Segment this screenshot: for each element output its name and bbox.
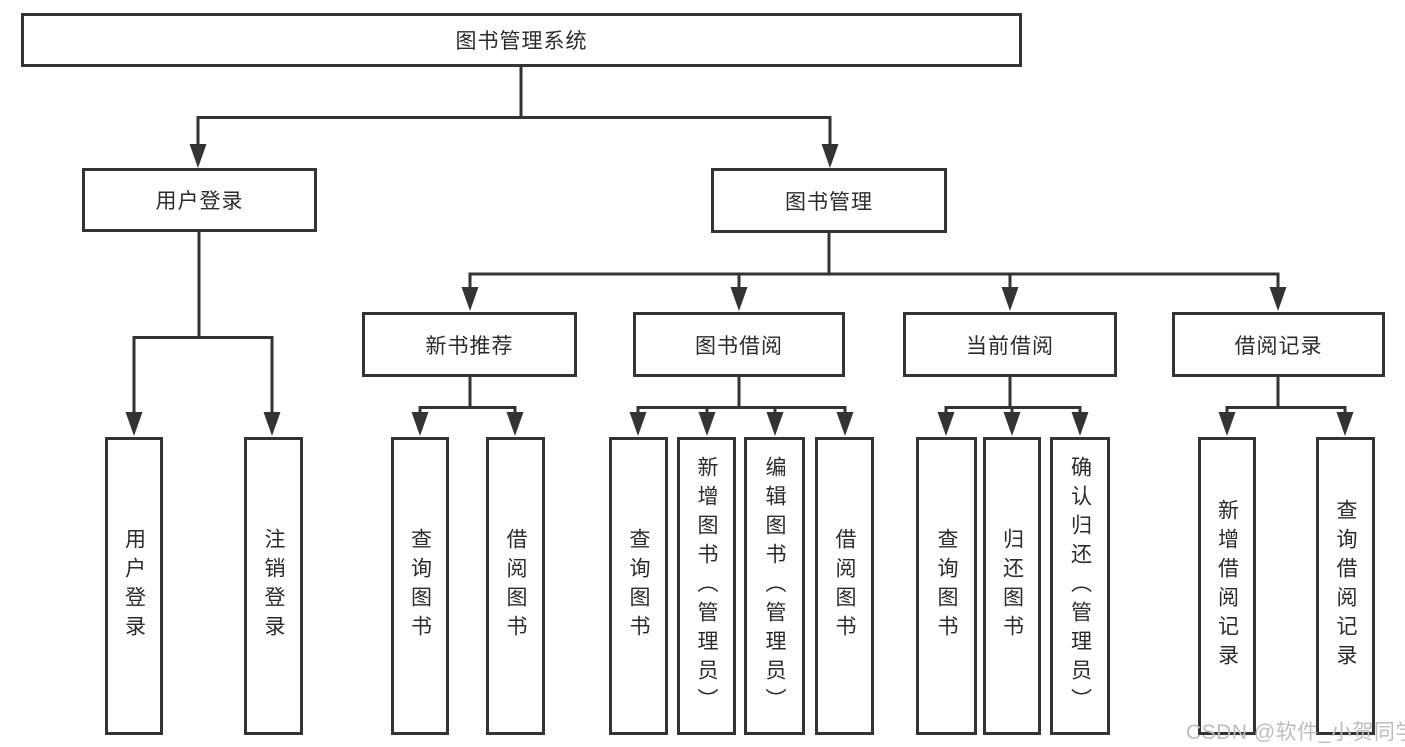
arrow-down-icon [629,412,647,436]
arrow-down-icon [821,144,839,168]
arrow-down-icon [836,412,854,436]
node-root-label: 图书管理系统 [455,30,588,53]
arrow-down-icon [1001,287,1019,311]
arrow-down-icon [698,412,716,436]
leaf-logout-label: 注销登录 [262,528,285,644]
leaf-borrow-add-book-admin-label: 新增图书（管理员） [695,455,718,717]
leaf-borrow-query-books: 查询图书 [609,437,668,735]
arrow-down-icon [766,412,784,436]
leaf-borrow-add-book-admin: 新增图书（管理员） [677,437,736,735]
leaf-borrow-borrow-books: 借阅图书 [815,437,874,735]
node-new-books-label: 新书推荐 [425,334,514,358]
leaf-current-return-books: 归还图书 [983,437,1041,735]
node-root: 图书管理系统 [21,13,1022,67]
node-book-borrow: 图书借阅 [633,312,845,377]
connector-borrow-records-children [1218,377,1354,436]
leaf-borrow-query-books-label: 查询图书 [627,528,650,644]
leaf-borrow-borrow-books-label: 借阅图书 [833,528,856,644]
arrow-down-icon [461,287,479,311]
arrow-down-icon [1336,412,1354,436]
leaf-newbooks-borrow-books: 借阅图书 [486,437,545,735]
connector-current-borrow-children [937,377,1089,436]
leaf-user-login-label: 用户登录 [122,528,146,644]
arrow-down-icon [937,412,955,436]
connector-new-books-children [411,377,524,436]
leaf-user-login: 用户登录 [105,437,163,735]
arrow-down-icon [125,412,143,436]
arrow-down-icon [730,287,748,311]
leaf-records-query-record-label: 查询借阅记录 [1334,499,1357,673]
leaf-current-query-books-label: 查询图书 [935,528,958,644]
leaf-borrow-edit-book-admin-label: 编辑图书（管理员） [763,455,786,717]
leaf-logout: 注销登录 [244,437,303,735]
node-current-borrow: 当前借阅 [903,312,1117,377]
leaf-records-add-record-label: 新增借阅记录 [1215,499,1239,673]
leaf-current-return-books-label: 归还图书 [1000,528,1024,644]
leaf-newbooks-borrow-books-label: 借阅图书 [504,528,527,644]
node-book-borrow-label: 图书借阅 [695,334,783,358]
node-user-login: 用户登录 [82,168,317,232]
connector-user-login-children [125,232,281,436]
node-new-books: 新书推荐 [362,312,577,377]
arrow-down-icon [263,412,281,436]
leaf-current-query-books: 查询图书 [916,437,977,735]
arrow-down-icon [506,412,524,436]
leaf-borrow-edit-book-admin: 编辑图书（管理员） [744,437,805,735]
arrow-down-icon [1071,412,1089,436]
node-current-borrow-label: 当前借阅 [966,334,1054,358]
node-borrow-records-label: 借阅记录 [1234,334,1323,358]
arrow-down-icon [1218,412,1236,436]
connector-root-to-level2 [189,67,839,168]
leaf-newbooks-query-books: 查询图书 [391,437,449,735]
connector-book-mgmt-children [461,233,1287,311]
node-borrow-records: 借阅记录 [1172,312,1385,377]
node-book-mgmt-label: 图书管理 [785,190,873,214]
leaf-records-query-record: 查询借阅记录 [1316,437,1375,735]
node-book-mgmt: 图书管理 [711,168,947,233]
node-user-login-label: 用户登录 [155,190,244,213]
leaf-newbooks-query-books-label: 查询图书 [408,528,432,644]
arrow-down-icon [411,412,429,436]
arrow-down-icon [1269,287,1287,311]
arrow-down-icon [1003,412,1021,436]
leaf-current-confirm-return-admin-label: 确认归还（管理员） [1068,455,1092,717]
leaf-current-confirm-return-admin: 确认归还（管理员） [1050,437,1110,735]
arrow-down-icon [189,144,207,168]
leaf-records-add-record: 新增借阅记录 [1198,437,1256,735]
watermark: CSDN @软件_小贺同学 [1186,721,1405,744]
connector-book-borrow-children [629,377,854,436]
